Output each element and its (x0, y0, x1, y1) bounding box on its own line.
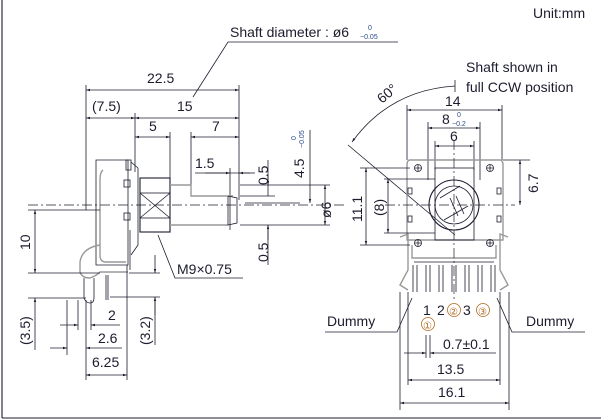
shaft-diameter-tol-lower: −0.05 (360, 34, 378, 41)
dummy-label-right: Dummy (526, 313, 574, 329)
dim-8-ref: (8) (371, 199, 387, 216)
dim-2: 2 (108, 307, 116, 323)
dim-pitch: 0.7±0.1 (443, 336, 490, 352)
shaft-diameter-tol-upper: 0 (368, 25, 372, 32)
pin-label-2: 2 (437, 302, 445, 318)
pin-label-2-circled: ② (449, 307, 458, 318)
terminal-pins (412, 265, 496, 292)
dim-8-tol-upper: 0 (457, 112, 461, 119)
dim-dia-6: ø6 (318, 201, 334, 218)
dim-11-1: 11.1 (349, 196, 365, 222)
dim-8: 8 (442, 111, 450, 127)
dim-4-5-tol-upper: 0 (291, 136, 298, 140)
pin-label-3-circled: ③ (478, 307, 487, 318)
dim-3-2: (3.2) (137, 316, 153, 345)
dim-8-tol-lower: −0.2 (452, 121, 466, 128)
side-view: 22.5 (7.5) 15 5 7 1.5 (17, 70, 345, 380)
dim-10: 10 (17, 234, 33, 250)
dim-0-5-bottom: 0.5 (255, 242, 271, 262)
dim-15: 15 (177, 98, 193, 114)
dim-22-5: 22.5 (147, 70, 174, 86)
screw-icons (414, 164, 494, 247)
front-view: Shaft shown in full CCW position 60° 14 … (325, 59, 585, 410)
pin-label-3: 3 (463, 302, 471, 318)
dim-16-1: 16.1 (438, 384, 465, 400)
dim-4-5: 4.5 (291, 158, 307, 178)
dim-3-5: (3.5) (17, 316, 33, 345)
dim-7: 7 (212, 118, 220, 134)
dim-4-5-tol-lower: −0.05 (299, 130, 306, 148)
dim-5: 5 (149, 118, 157, 134)
dim-6: 6 (450, 128, 458, 144)
dim-6-7: 6.7 (525, 173, 541, 193)
dim-13-5: 13.5 (437, 361, 464, 377)
dim-1-5: 1.5 (195, 155, 215, 171)
dim-7-5: (7.5) (92, 98, 121, 114)
pin-label-1: 1 (423, 302, 431, 318)
ccw-note-line1: Shaft shown in (466, 59, 558, 75)
ccw-note-line2: full CCW position (466, 79, 573, 95)
dummy-label-left: Dummy (327, 313, 375, 329)
pin-label-1-circled: ① (423, 321, 432, 332)
shaft-diameter-label: Shaft diameter : ø6 (230, 24, 349, 40)
dim-14: 14 (445, 93, 461, 109)
dim-0-5-top: 0.5 (255, 165, 271, 185)
shaft-diameter-callout: Shaft diameter : ø6 0 −0.05 (192, 24, 398, 98)
dim-2-6: 2.6 (98, 330, 118, 346)
unit-label: Unit:mm (533, 5, 585, 21)
thread-label: M9×0.75 (177, 261, 232, 277)
dim-6-25: 6.25 (92, 354, 119, 370)
